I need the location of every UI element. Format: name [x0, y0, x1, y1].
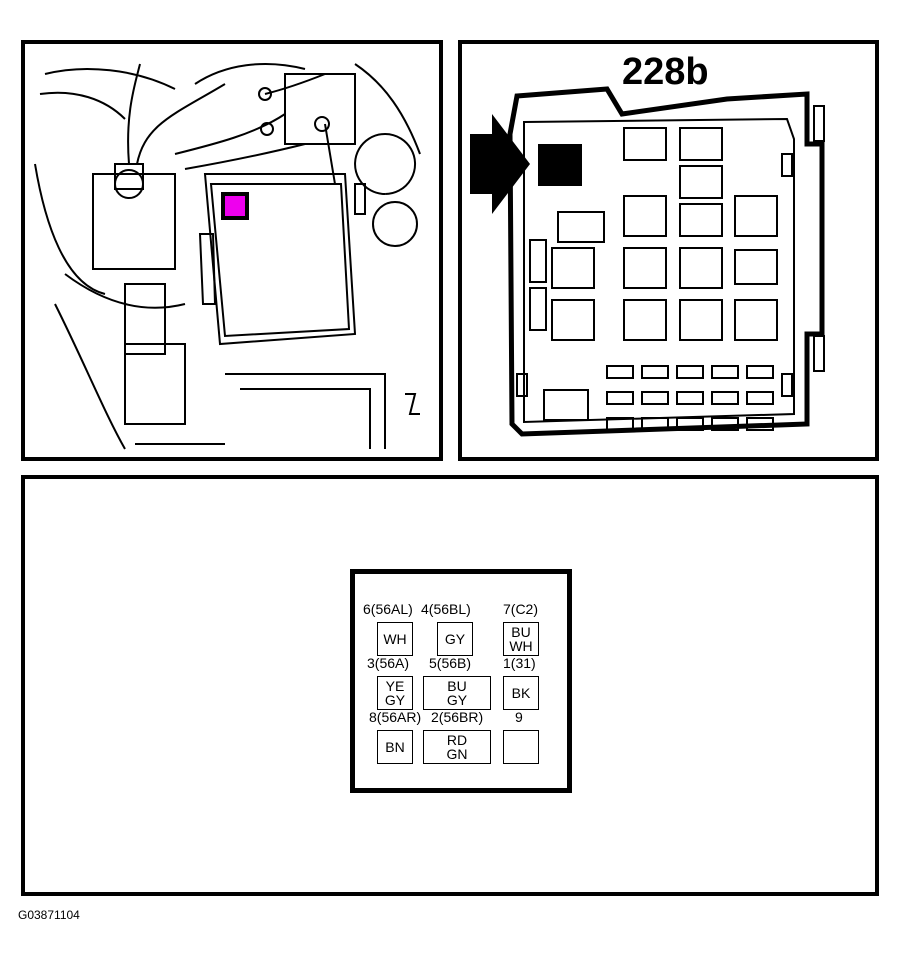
connector-pinout-view: 6(56AL) 4(56BL) 7(C2) WH GY BU WH 3(56A)…	[21, 475, 879, 896]
figure-code: G03871104	[18, 908, 80, 922]
pin-9-cell	[503, 730, 539, 764]
pin-2-color-2: GN	[446, 746, 468, 762]
pin-label-1: 1(31)	[503, 655, 536, 671]
pin-8-color: BN	[385, 739, 405, 755]
pin-3-cell: YE GY	[377, 676, 413, 710]
pin-1-cell: BK	[503, 676, 539, 710]
pin-label-7: 7(C2)	[503, 601, 539, 617]
pin-label-9: 9	[515, 709, 523, 725]
pin-5-color-2: GY	[446, 692, 468, 708]
fuse-box-drawing	[470, 86, 825, 437]
pin-8-cell: BN	[377, 730, 413, 764]
pin-7-color-1: BU	[511, 624, 531, 640]
connector-location-marker	[225, 196, 245, 216]
pin-3-color-2: GY	[384, 692, 406, 708]
pin-1-color: BK	[511, 685, 531, 701]
pin-4-color: GY	[444, 631, 466, 647]
pin-2-cell: RD GN	[423, 730, 491, 764]
engine-bay-drawing	[34, 63, 421, 450]
pin-3-color-1: YE	[385, 678, 405, 694]
pin-label-2: 2(56BR)	[431, 709, 484, 725]
pin-7-cell: BU WH	[503, 622, 539, 656]
pin-label-8: 8(56AR)	[369, 709, 422, 725]
pin-4-cell: GY	[437, 622, 473, 656]
connector-face: 6(56AL) 4(56BL) 7(C2) WH GY BU WH 3(56A)…	[350, 569, 572, 793]
engine-bay-view	[21, 40, 443, 461]
pin-6-cell: WH	[377, 622, 413, 656]
connector-position-marker	[538, 144, 582, 186]
fuse-box-view: 228b	[458, 40, 879, 461]
pin-label-6: 6(56AL)	[363, 601, 413, 617]
pin-6-color: WH	[383, 631, 407, 647]
pin-5-color-1: BU	[447, 678, 467, 694]
pin-2-color-1: RD	[446, 732, 468, 748]
pin-label-3: 3(56A)	[367, 655, 410, 671]
pin-7-color-2: WH	[509, 638, 533, 654]
pin-label-5: 5(56B)	[429, 655, 472, 671]
fuse-box-label: 228b	[622, 51, 709, 93]
pin-5-cell: BU GY	[423, 676, 491, 710]
pin-label-4: 4(56BL)	[421, 601, 471, 617]
